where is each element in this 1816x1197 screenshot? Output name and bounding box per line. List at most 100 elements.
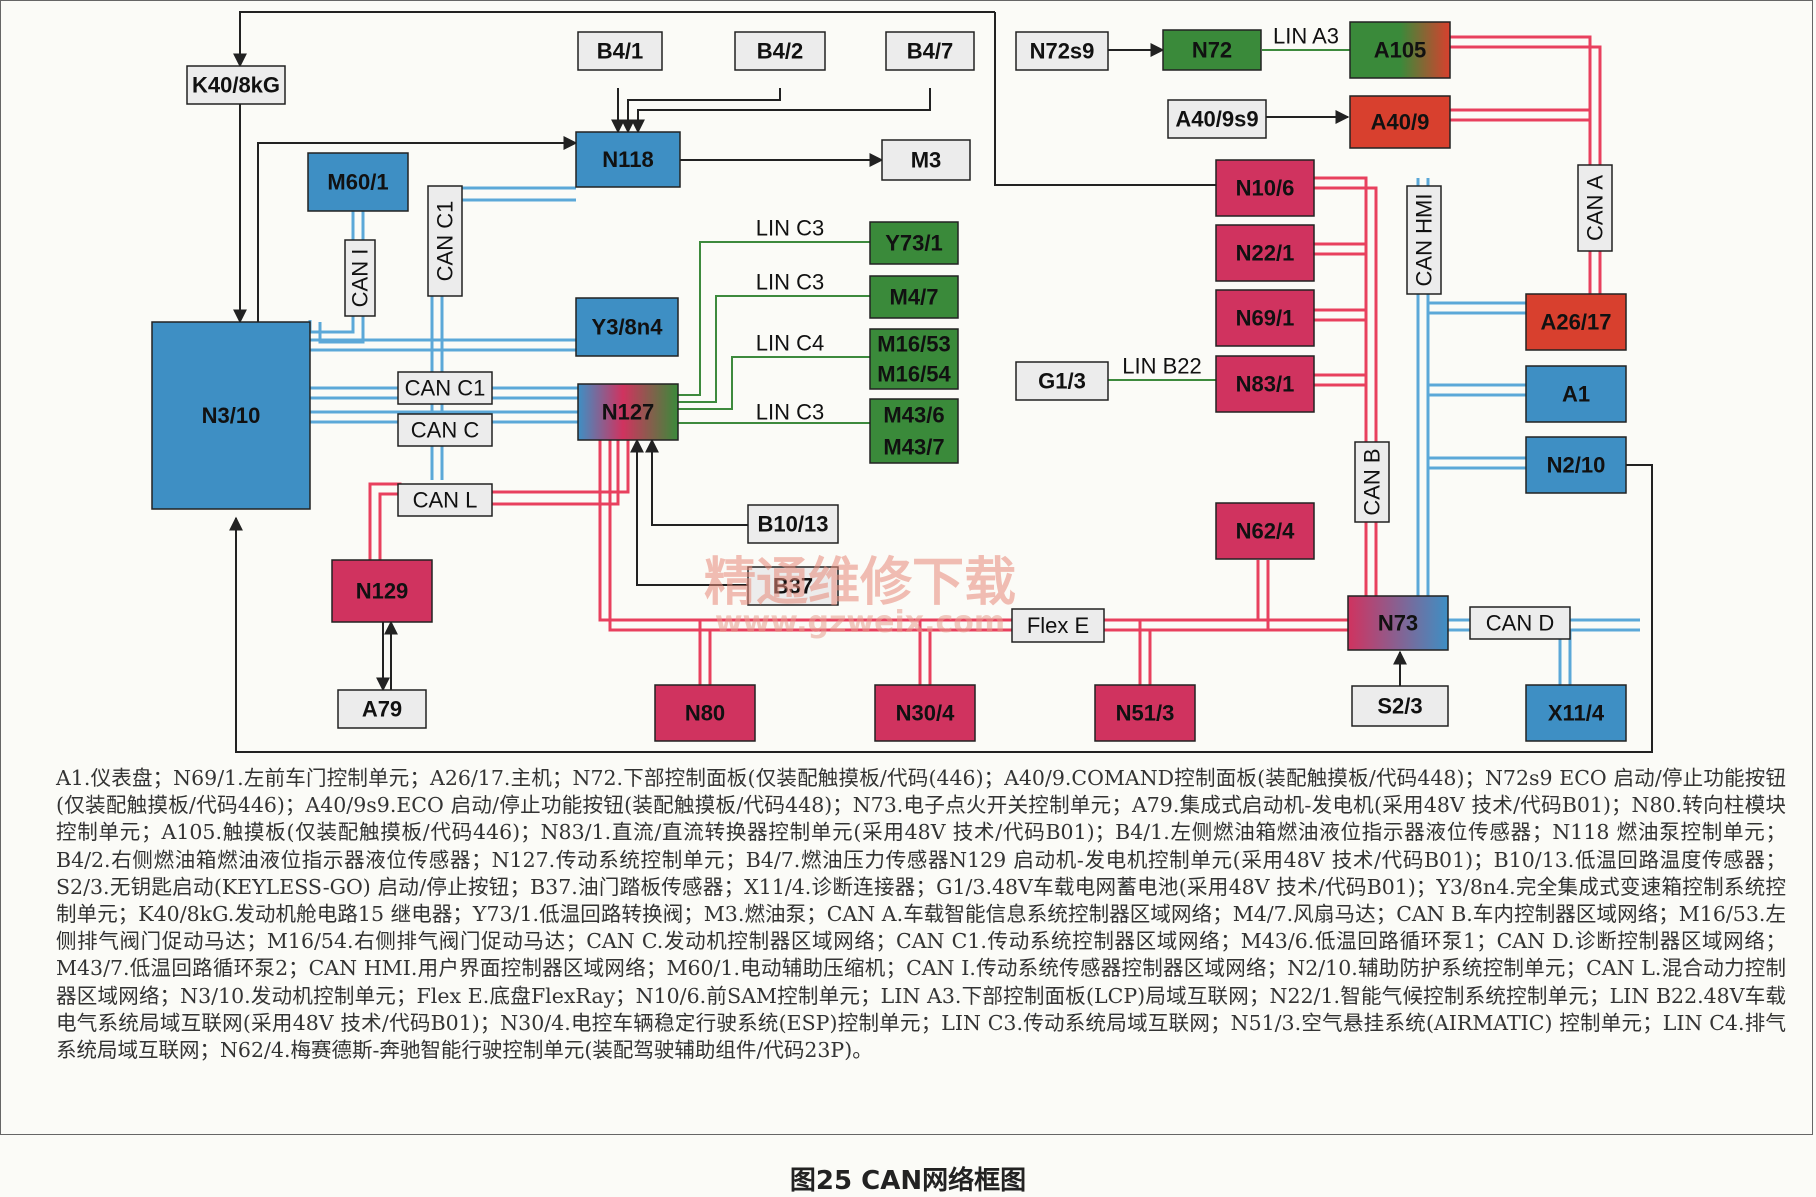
- bus-label-can-a: CAN A: [1577, 164, 1613, 252]
- node-label: A40/9s9: [1175, 107, 1258, 132]
- node-box: [734, 31, 826, 71]
- lin-label-lin-a3: LIN A3: [1273, 24, 1339, 49]
- node-n80: N80: [654, 684, 756, 742]
- node-label: N72: [1192, 38, 1232, 63]
- node-label: Y3/8n4: [592, 315, 664, 340]
- lin-label-lin-c4: LIN C4: [756, 331, 824, 356]
- node-box: [1162, 29, 1262, 71]
- node-box: [869, 328, 959, 390]
- bus-box: [344, 239, 376, 317]
- node-label: N22/1: [1236, 241, 1295, 266]
- node-label: B10/13: [758, 512, 829, 537]
- node-box: [1525, 365, 1627, 423]
- bus-box: [397, 483, 493, 517]
- node-n10-6: N10/6: [1215, 159, 1315, 217]
- node-box: [186, 65, 286, 105]
- bus-label-can-hmi: CAN HMI: [1406, 185, 1442, 295]
- wire-b47-n118: [631, 88, 931, 134]
- node-k40-8kg: K40/8kG: [186, 65, 286, 105]
- node-label: CAN C: [411, 418, 480, 443]
- bus-label-can-d: CAN D: [1469, 606, 1571, 640]
- bus-box: [427, 185, 463, 297]
- node-box: [1215, 289, 1315, 347]
- lin-n127-m47: [676, 295, 870, 403]
- node-n127: N127: [577, 383, 679, 441]
- node-label: CAN L: [413, 488, 478, 513]
- bus-box: [1011, 608, 1105, 643]
- watermark: 精通维修下载 www.gzweix.com: [704, 552, 1016, 640]
- bus-label-can-l: CAN L: [397, 483, 493, 517]
- node-box: [1525, 293, 1627, 351]
- node-label: M16/54: [877, 362, 951, 387]
- figure-caption: 图25 CAN网络框图: [789, 1166, 1027, 1196]
- node-n22-1: N22/1: [1215, 224, 1315, 282]
- node-label: M43/6: [883, 403, 944, 428]
- node-b4-1: B4/1: [577, 31, 663, 71]
- node-box: [577, 31, 663, 71]
- node-b4-2: B4/2: [734, 31, 826, 71]
- node-n118: N118: [575, 131, 681, 188]
- node-box: [869, 275, 959, 319]
- node-box: [1351, 685, 1449, 727]
- bus-box: [397, 413, 493, 447]
- node-m4-7: M4/7: [869, 275, 959, 319]
- node-g1-3: G1/3: [1015, 361, 1109, 401]
- node-label: A26/17: [1541, 310, 1612, 335]
- node-n30-4: N30/4: [874, 684, 976, 742]
- wire-bottom-return: [229, 464, 1653, 753]
- bus-label-can-c1-h: CAN C1: [397, 371, 493, 405]
- node-box: [575, 297, 679, 357]
- wire-top-loop: [233, 11, 995, 68]
- node-label: M4/7: [890, 285, 939, 310]
- node-label: M43/7: [883, 435, 944, 460]
- lin-label-lin-b22: LIN B22: [1122, 354, 1202, 379]
- node-b4-7: B4/7: [885, 31, 975, 71]
- node-n72s9: N72s9: [1015, 31, 1109, 71]
- node-label: A40/9: [1371, 110, 1430, 135]
- node-label: CAN D: [1486, 611, 1554, 636]
- node-n62-4: N62/4: [1215, 502, 1315, 560]
- lin-label-lin-c3-3: LIN C3: [756, 400, 824, 425]
- bus-label-can-c: CAN C: [397, 413, 493, 447]
- node-label: B4/2: [757, 39, 803, 64]
- node-label: Flex E: [1027, 613, 1089, 638]
- node-box: [1167, 99, 1267, 139]
- lin-n127-y731: [676, 241, 870, 396]
- node-a79: A79: [337, 689, 427, 729]
- node-label: N83/1: [1236, 372, 1295, 397]
- lin-label-lin-c3-1: LIN C3: [756, 216, 824, 241]
- node-label: N62/4: [1236, 519, 1295, 544]
- node-box: [331, 559, 433, 623]
- wires-layer: [229, 11, 1653, 753]
- node-n69-1: N69/1: [1215, 289, 1315, 347]
- node-box: [1215, 159, 1315, 217]
- node-box: [1525, 436, 1627, 494]
- node-label: M16/53: [877, 332, 950, 357]
- node-label: CAN C1: [405, 376, 486, 401]
- node-label: N30/4: [896, 701, 955, 726]
- node-b10-13: B10/13: [747, 504, 839, 544]
- node-label: A1: [1562, 382, 1590, 407]
- node-label: A105: [1374, 38, 1427, 63]
- node-box: [747, 504, 839, 544]
- node-n83-1: N83/1: [1215, 355, 1315, 413]
- node-label: N80: [685, 701, 725, 726]
- node-label: M3: [911, 148, 942, 173]
- node-label: A79: [362, 697, 402, 722]
- node-label: CAN I: [348, 249, 373, 308]
- node-a40-9s9: A40/9s9: [1167, 99, 1267, 139]
- wire-b42-n118: [621, 88, 781, 134]
- node-label: N51/3: [1116, 701, 1175, 726]
- node-n129: N129: [331, 559, 433, 623]
- node-label: N3/10: [202, 403, 261, 428]
- node-label: CAN HMI: [1412, 194, 1437, 287]
- node-box: [1215, 355, 1315, 413]
- node-a26-17: A26/17: [1525, 293, 1627, 351]
- node-label: N129: [356, 579, 409, 604]
- node-box: [577, 383, 679, 441]
- node-label: N2/10: [1547, 453, 1606, 478]
- node-box: [1347, 595, 1449, 651]
- node-y73-1: Y73/1: [869, 221, 959, 265]
- node-m60-1: M60/1: [307, 152, 409, 212]
- node-box: [869, 221, 959, 265]
